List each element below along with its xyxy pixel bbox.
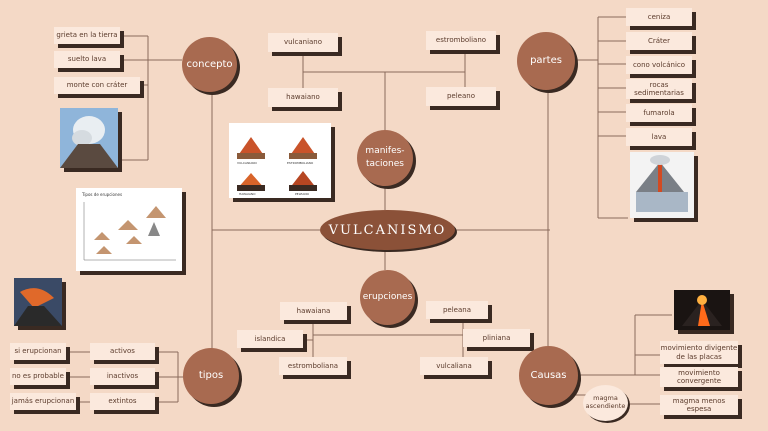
lava-photo: [674, 290, 730, 330]
eruption-types-chart: Tipos de erupciones: [76, 188, 182, 271]
central-topic-label: VULCANISMO: [328, 222, 447, 238]
tipo-item[interactable]: activos: [90, 343, 155, 360]
eruption-photo: [14, 278, 62, 326]
manifestaciones-label: manifes- taciones: [365, 146, 405, 169]
partes-label: partes: [530, 55, 562, 66]
tipo-description[interactable]: si erupcionan: [10, 343, 66, 360]
magma-node[interactable]: magma ascendiente: [583, 385, 628, 421]
erupcion-item[interactable]: islandica: [237, 330, 303, 348]
erupcion-item[interactable]: hawaiana: [280, 302, 347, 320]
causas-node[interactable]: Causas: [519, 346, 578, 405]
concepto-item[interactable]: suelto lava: [54, 51, 120, 68]
causa-item[interactable]: movimiento divigente de las placas: [660, 341, 738, 364]
erupcion-item[interactable]: estromboliana: [279, 357, 347, 375]
diagram-label-estromboliano: ESTROMBOLIANO: [287, 161, 314, 165]
tipo-description[interactable]: jamás erupcionan: [10, 393, 76, 410]
volcano-parts-diagram: [630, 152, 694, 218]
manifestaciones-node[interactable]: manifes- taciones: [357, 130, 413, 186]
erupcion-item[interactable]: peleana: [426, 301, 488, 319]
manifestaciones-diagram: VULCANIANO ESTROMBOLIANO HAWAIANO PELEAN…: [229, 123, 331, 198]
concepto-item[interactable]: grieta en la tierra: [54, 27, 120, 44]
diagram-label-peleano: PELEANO: [295, 192, 309, 196]
central-topic[interactable]: VULCANISMO: [320, 210, 455, 250]
manifestacion-item[interactable]: hawaiano: [268, 88, 338, 107]
erupcion-item[interactable]: vulcaliana: [420, 357, 488, 375]
manifestacion-item[interactable]: peleano: [426, 87, 496, 106]
eruption-chart-title: Tipos de erupciones: [82, 192, 123, 197]
magma-label: magma ascendiente: [585, 394, 626, 410]
parte-item[interactable]: ceniza: [626, 8, 692, 26]
erupcion-item[interactable]: pliniana: [463, 329, 530, 347]
volcano-photo: [60, 108, 118, 168]
partes-node[interactable]: partes: [517, 32, 575, 90]
concepto-node[interactable]: concepto: [182, 37, 237, 92]
tipos-label: tipos: [198, 370, 224, 381]
manifestacion-item[interactable]: vulcaniano: [268, 33, 338, 52]
parte-item[interactable]: rocas sedimentarias: [626, 79, 692, 99]
concepto-label: concepto: [186, 58, 233, 70]
tipo-description[interactable]: no es probable: [10, 368, 66, 385]
parte-item[interactable]: Cráter: [626, 32, 692, 50]
tipos-node[interactable]: tipos: [183, 348, 239, 404]
parte-item[interactable]: lava: [626, 128, 692, 146]
causa-item[interactable]: movimiento convergente: [660, 367, 738, 387]
diagram-label-vulcaniano: VULCANIANO: [237, 161, 257, 165]
manifestacion-item[interactable]: estromboliano: [426, 31, 496, 50]
concepto-item[interactable]: monte con cráter: [54, 77, 140, 94]
causa-item[interactable]: magma menos espesa: [660, 395, 738, 415]
tipo-item[interactable]: inactivos: [90, 368, 155, 385]
tipo-item[interactable]: extintos: [90, 393, 155, 410]
causas-label: Causas: [530, 369, 567, 381]
parte-item[interactable]: cono volcánico: [626, 56, 692, 74]
parte-item[interactable]: fumarola: [626, 104, 692, 122]
diagram-label-hawaiano: HAWAIANO: [239, 192, 256, 196]
erupciones-label: erupciones: [362, 292, 413, 303]
erupciones-node[interactable]: erupciones: [360, 270, 415, 325]
